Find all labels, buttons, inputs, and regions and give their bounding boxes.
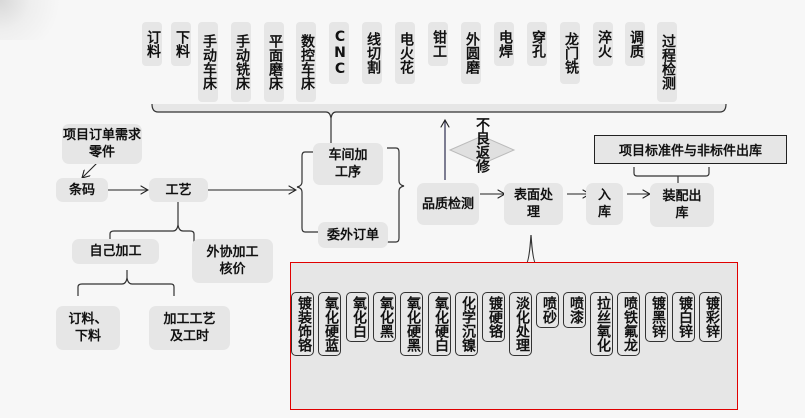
node-workshop: 车间加工序 bbox=[313, 143, 383, 185]
finish-nitriding: 淡化处理 bbox=[509, 292, 532, 356]
finish-hard-blue-oxide: 氧化硬蓝 bbox=[318, 292, 341, 356]
finish-hard-black-oxide: 氧化硬黑 bbox=[400, 292, 423, 356]
node-craft: 工艺 bbox=[149, 178, 208, 202]
node-assembly: 装配出库 bbox=[650, 183, 714, 227]
node-order-parts: 项目订单需求零件 bbox=[62, 124, 142, 164]
process-wire-cut: 线切割 bbox=[362, 22, 382, 84]
process-welding: 电焊 bbox=[494, 22, 514, 66]
defect-return-label: 不良返修 bbox=[474, 117, 490, 173]
finish-sandblast: 喷砂 bbox=[536, 292, 559, 328]
top-brace bbox=[151, 103, 727, 119]
node-external-quote: 外协加工核价 bbox=[192, 239, 273, 283]
process-inspection: 过程检测 bbox=[657, 22, 677, 102]
node-order-cut: 订料、下料 bbox=[56, 306, 120, 350]
node-surface: 表面处理 bbox=[504, 183, 563, 225]
finish-black-oxide: 氧化黑 bbox=[373, 292, 396, 342]
process-cylindrical-grinder: 外圆磨 bbox=[461, 22, 481, 84]
finish-white-zinc: 镀白锌 bbox=[672, 292, 695, 342]
process-edm: 电火花 bbox=[395, 22, 415, 84]
finish-hard-chrome: 镀硬铬 bbox=[482, 292, 505, 342]
process-fitter: 钳工 bbox=[428, 22, 448, 66]
finish-brushed-anodize: 拉丝氧化 bbox=[590, 292, 613, 356]
finish-white-oxide: 氧化白 bbox=[346, 292, 369, 342]
finish-teflon: 喷铁氟龙 bbox=[617, 292, 640, 356]
process-cnc: CNC bbox=[329, 22, 349, 84]
process-tempering: 调质 bbox=[625, 22, 645, 66]
finish-black-zinc: 镀黑锌 bbox=[645, 292, 668, 342]
finish-decorative-chrome: 镀装饰铬 bbox=[291, 292, 314, 356]
node-barcode: 条码 bbox=[56, 178, 108, 202]
standard-parts-box: 项目标准件与非标件出库 bbox=[594, 135, 787, 164]
process-manual-lathe: 手动车床 bbox=[198, 22, 218, 102]
right-bracket bbox=[387, 147, 405, 243]
process-cnc-lathe: 数控车床 bbox=[296, 22, 316, 102]
node-self-process: 自己加工 bbox=[72, 239, 159, 264]
finish-paint: 喷漆 bbox=[563, 292, 586, 328]
finish-color-zinc: 镀彩锌 bbox=[699, 292, 722, 342]
background-shade bbox=[0, 0, 70, 40]
node-quality: 品质检测 bbox=[417, 183, 479, 225]
process-gantry-mill: 龙门铣 bbox=[560, 22, 580, 84]
finish-electroless-nickel: 化学沉镍 bbox=[455, 292, 478, 356]
process-manual-mill: 手动铣床 bbox=[231, 22, 251, 102]
process-drilling: 穿孔 bbox=[527, 22, 547, 66]
node-warehouse-in: 入库 bbox=[586, 183, 623, 225]
process-cutting: 下料 bbox=[171, 22, 191, 66]
finish-hard-white-oxide: 氧化硬白 bbox=[428, 292, 451, 356]
defect-diamond bbox=[448, 135, 516, 165]
self-brace bbox=[77, 277, 175, 296]
process-quenching: 淬火 bbox=[593, 22, 613, 66]
node-craft-time: 加工工艺及工时 bbox=[149, 306, 230, 350]
process-order-material: 订料 bbox=[142, 22, 162, 66]
node-outsourcing: 委外订单 bbox=[318, 222, 388, 248]
process-surface-grinder: 平面磨床 bbox=[264, 22, 284, 102]
